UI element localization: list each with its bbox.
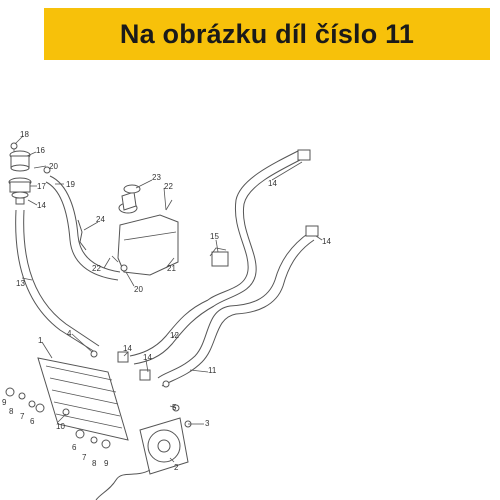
callout-7: 7 [82, 453, 87, 462]
reservoir-tank [111, 184, 179, 276]
hose-upper [207, 149, 311, 307]
callout-14: 14 [37, 201, 46, 210]
callout-19: 19 [66, 180, 75, 189]
banner-title: Na obrázku díl číslo 11 [119, 18, 415, 49]
callout-13: 13 [16, 279, 25, 288]
callout-16: 16 [36, 146, 45, 155]
hose-19 [45, 181, 119, 281]
callout-10: 10 [56, 422, 65, 431]
callout-12: 12 [170, 331, 179, 340]
callout-5: 5 [172, 403, 177, 412]
callout-14: 14 [143, 353, 152, 362]
callout-20: 20 [49, 162, 58, 171]
callout-22: 22 [92, 264, 101, 273]
title-banner: Na obrázku díl číslo 11 [44, 8, 490, 60]
callout-23: 23 [152, 173, 161, 182]
fan [95, 417, 189, 500]
callout-labels: 18 16 20 17 19 14 13 23 22 24 22 21 20 1… [2, 130, 331, 472]
callout-24: 24 [96, 215, 105, 224]
reservoir-top-assembly [8, 142, 51, 205]
callout-8: 8 [9, 407, 14, 416]
hose-13 [15, 209, 96, 353]
thermostat-15 [209, 247, 229, 267]
callout-3: 3 [205, 419, 210, 428]
fasteners [5, 380, 192, 449]
callout-20: 20 [134, 285, 143, 294]
callout-2: 2 [174, 463, 179, 472]
callout-7: 7 [20, 412, 25, 421]
leader-lines [14, 135, 323, 463]
callout-4: 4 [67, 329, 72, 338]
callout-8: 8 [92, 459, 97, 468]
radiator [37, 350, 151, 441]
callout-15: 15 [210, 232, 219, 241]
callout-17: 17 [37, 182, 46, 191]
callout-6: 6 [72, 443, 77, 452]
callout-6: 6 [30, 417, 35, 426]
hose-11 [157, 225, 319, 387]
callout-14: 14 [123, 344, 132, 353]
callout-9: 9 [104, 459, 109, 468]
cable-24 [77, 219, 87, 251]
callout-21: 21 [167, 264, 176, 273]
callout-22: 22 [164, 182, 173, 191]
callout-11: 11 [208, 366, 217, 375]
callout-1: 1 [38, 336, 43, 345]
callout-14: 14 [268, 179, 277, 188]
callout-18: 18 [20, 130, 29, 139]
callout-9: 9 [2, 398, 7, 407]
hose-12 [129, 299, 215, 365]
callout-14: 14 [322, 237, 331, 246]
